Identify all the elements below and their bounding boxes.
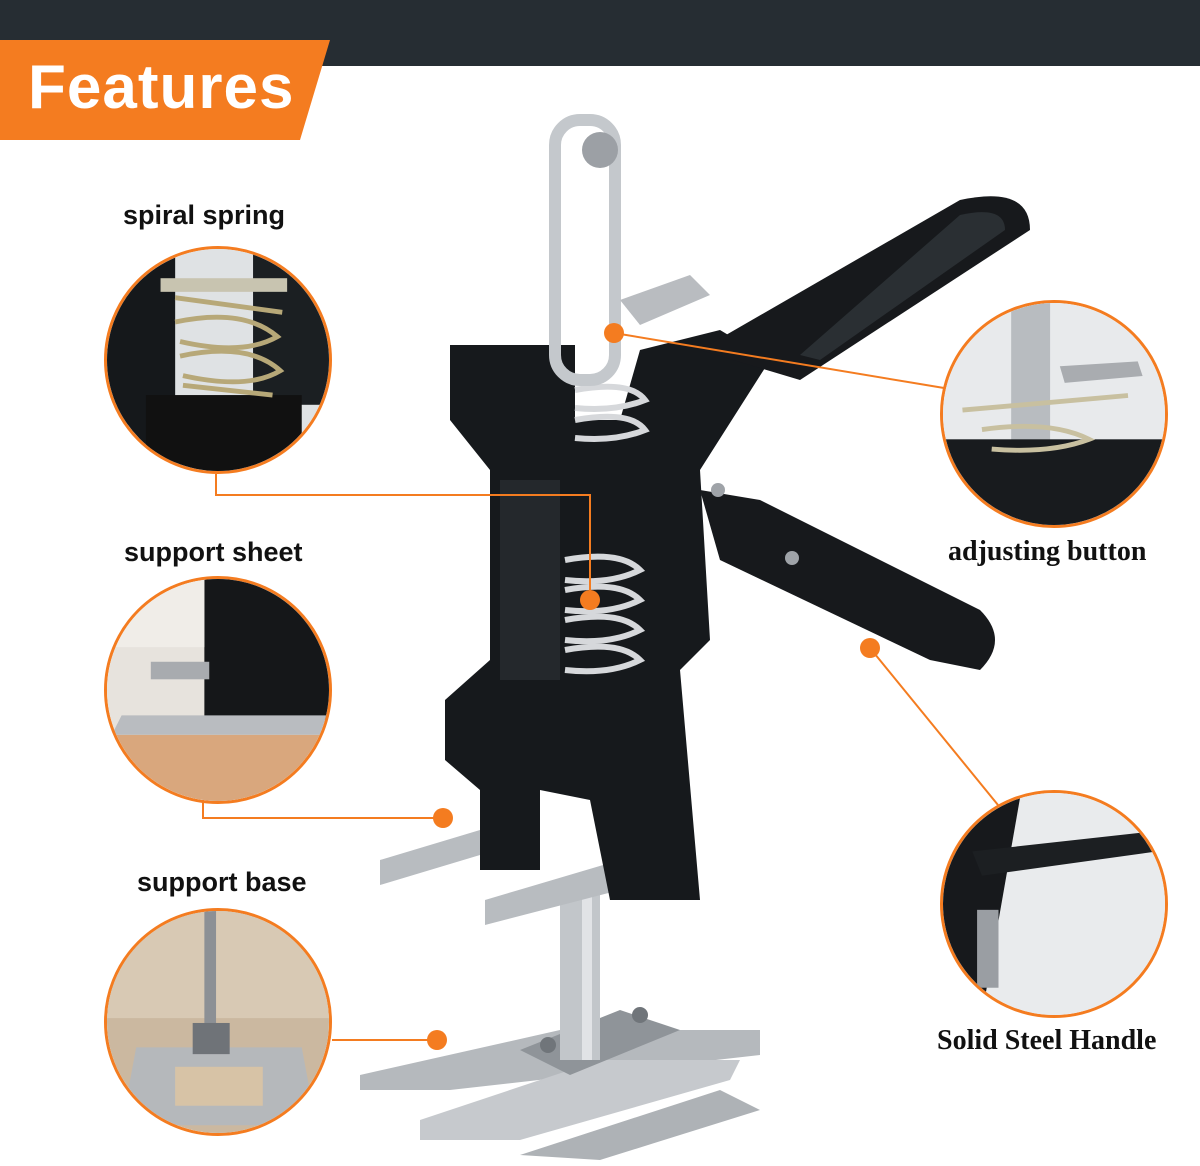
detail-circle-spiral-spring (104, 246, 332, 474)
detail-circle-adjusting-button (940, 300, 1168, 528)
page-title: Features (28, 53, 295, 122)
support-base-photo (107, 911, 329, 1133)
adjusting-button-photo (943, 303, 1165, 525)
label-support-sheet: support sheet (124, 537, 303, 567)
support-sheet-photo (107, 579, 329, 801)
label-adjusting-button: adjusting button (948, 536, 1147, 567)
detail-circle-support-sheet (104, 576, 332, 804)
detail-circle-solid-steel-handle (940, 790, 1168, 1018)
label-support-base: support base (137, 867, 307, 897)
features-badge (0, 40, 330, 140)
spiral-spring-photo (107, 249, 329, 471)
detail-circle-support-base (104, 908, 332, 1136)
label-spiral-spring: spiral spring (123, 200, 286, 230)
solid-steel-handle-photo (943, 793, 1165, 1015)
label-solid-steel-handle: Solid Steel Handle (937, 1025, 1157, 1056)
